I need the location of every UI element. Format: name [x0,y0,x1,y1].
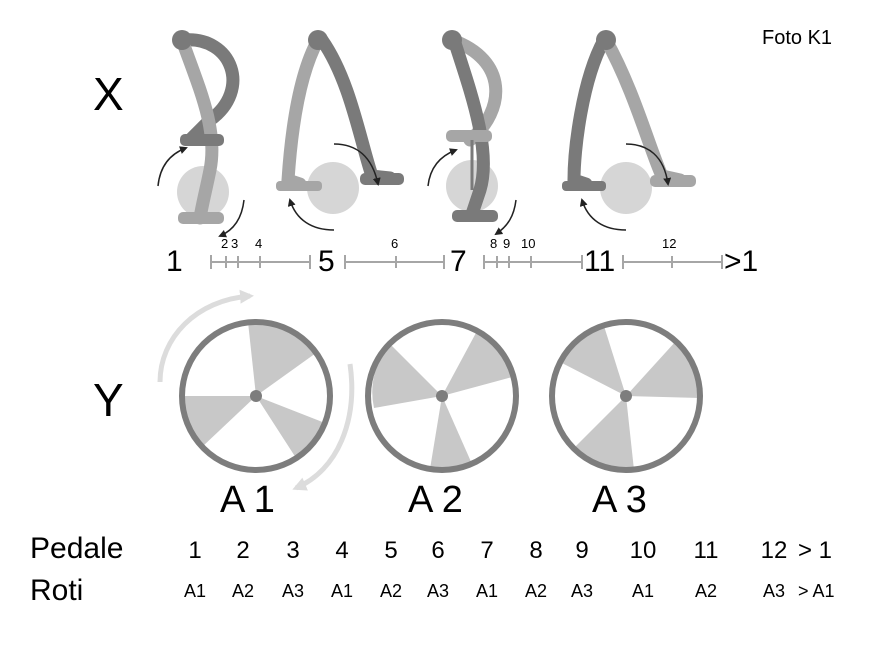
tick-label-9: 9 [503,236,510,251]
row-y-label: Y [93,374,124,426]
tick-label-12: 12 [662,236,676,251]
pedale-cell-13: > 1 [798,537,832,564]
wheel-label-a3: A 3 [592,479,647,521]
roti-row-label: Roti [30,574,83,607]
tick-label-10: 10 [521,236,535,251]
rotation-arrow-top [157,289,254,383]
leg-figure-1 [157,30,245,238]
tick-label-4: 4 [255,236,262,251]
pedale-cell-5: 5 [384,537,397,564]
roti-cell-6: A3 [427,581,449,601]
row-x-label: X [93,68,124,120]
pose-number-11: 11 [584,245,615,278]
tick-label-6: 6 [391,236,398,251]
pedale-cell-8: 8 [529,537,542,564]
roti-cell-5: A2 [380,581,402,601]
roti-cell-10: A1 [632,581,654,601]
tick-label-3: 3 [231,236,238,251]
pedale-row-label: Pedale [30,532,123,565]
pose-number-7: 7 [450,245,467,278]
pedale-cell-3: 3 [286,537,299,564]
tick-label-8: 8 [490,236,497,251]
tick-label-2: 2 [221,236,228,251]
roti-row: A1 A2 A3 A1 A2 A3 A1 A2 A3 A1 A2 A3 > A1 [184,581,835,601]
pose-number-1: 1 [166,245,183,278]
roti-cell-8: A2 [525,581,547,601]
wheel-a2 [365,319,519,473]
leg-figure-7 [427,30,517,236]
roti-cell-9: A3 [571,581,593,601]
pedale-cell-9: 9 [575,537,588,564]
rotation-arrow-bottom [292,363,355,491]
leg-figure-5 [276,30,404,231]
timeline-segment-3 [483,255,583,269]
roti-cell-2: A2 [232,581,254,601]
photo-caption: Foto K1 [762,27,832,49]
pose-number-5: 5 [318,245,335,278]
pedale-cell-1: 1 [188,537,201,564]
wheel-label-a1: A 1 [220,479,275,521]
roti-cell-11: A2 [695,581,717,601]
roti-cell-1: A1 [184,581,206,601]
roti-cell-4: A1 [331,581,353,601]
pose-end-label: >1 [724,245,758,278]
pedale-cell-12: 12 [761,537,788,564]
roti-cell-13: > A1 [798,581,835,601]
pedale-cell-6: 6 [431,537,444,564]
wheel-label-a2: A 2 [408,479,463,521]
timeline-segment-2 [344,255,445,269]
leg-figure-11 [562,30,696,231]
roti-cell-3: A3 [282,581,304,601]
roti-cell-12: A3 [763,581,785,601]
wheel-a1 [179,319,333,473]
pedale-cell-11: 11 [694,537,719,564]
pedale-cell-2: 2 [236,537,249,564]
timeline-segment-4 [622,255,723,269]
pedale-cell-10: 10 [630,537,657,564]
roti-cell-7: A1 [476,581,498,601]
pedale-cell-7: 7 [480,537,493,564]
pedale-cell-4: 4 [335,537,348,564]
timeline-segment-1 [210,255,311,269]
wheel-a3 [549,319,703,473]
